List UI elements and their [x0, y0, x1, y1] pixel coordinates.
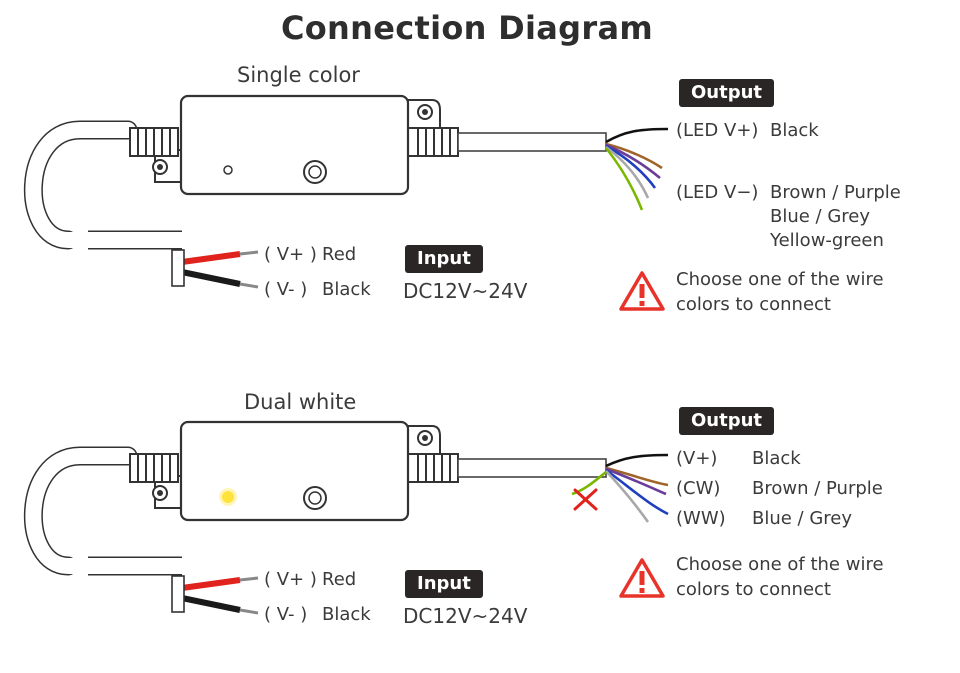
- page-title: Connection Diagram: [280, 9, 654, 47]
- status-led: [223, 165, 233, 175]
- dual-white-output-badge: Output: [679, 407, 775, 435]
- dual-white-warning-icon: [619, 558, 665, 598]
- dual-white-input-badge: Input: [405, 570, 483, 598]
- single-color-input-voltage: DC12V~24V: [403, 279, 528, 303]
- dual-white-output-wires: [571, 453, 669, 523]
- dual-white-input-vminus: ( V- ): [264, 604, 308, 625]
- dual-white-output-color-1: Black: [752, 448, 801, 469]
- single-color-input-vminus: ( V- ): [264, 279, 308, 300]
- not-used-cross-icon: [573, 488, 598, 511]
- dual-white-input-vplus-color: Red: [322, 569, 357, 590]
- dual-white-input-vminus-color: Black: [322, 604, 371, 625]
- dual-white-warning-line-2: colors to connect: [676, 579, 831, 600]
- single-color-output-vplus-color: Black: [770, 120, 819, 141]
- single-color-output-vminus-color-1: Brown / Purple: [770, 182, 901, 203]
- single-color-input-vminus-color: Black: [322, 279, 371, 300]
- dual-white-warning-line-1: Choose one of the wire: [676, 554, 884, 575]
- dual-white-heading: Dual white: [244, 390, 357, 414]
- dual-white-controller: [33, 422, 606, 613]
- dual-white-output-terminal-1: (V+): [676, 448, 718, 469]
- dual-white-output-terminal-2: (CW): [676, 478, 721, 499]
- dual-white-output-terminal-3: (WW): [676, 508, 726, 529]
- single-color-controller: [33, 96, 606, 287]
- single-color-output-vminus-color-2: Blue / Grey: [770, 206, 871, 227]
- single-color-output-vminus-color-3: Yellow-green: [770, 230, 884, 251]
- single-color-input-vplus-color: Red: [322, 244, 357, 265]
- single-color-output-badge: Output: [679, 79, 775, 107]
- single-color-input-vplus: ( V+ ): [264, 244, 317, 265]
- single-color-warning-line-2: colors to connect: [676, 294, 831, 315]
- single-color-output-wires: [604, 127, 669, 211]
- single-color-heading: Single color: [237, 63, 360, 87]
- status-led: [222, 491, 234, 503]
- dual-white-output-color-3: Blue / Grey: [752, 508, 853, 529]
- single-color-warning-icon: [619, 271, 665, 311]
- dual-white-output-color-2: Brown / Purple: [752, 478, 883, 499]
- dual-white-input-vplus: ( V+ ): [264, 569, 317, 590]
- single-color-input-badge: Input: [405, 245, 483, 273]
- single-color-output-vminus: (LED V−): [676, 182, 759, 203]
- single-color-warning-line-1: Choose one of the wire: [676, 269, 884, 290]
- single-color-output-vplus: (LED V+): [676, 120, 759, 141]
- dual-white-input-voltage: DC12V~24V: [403, 604, 528, 628]
